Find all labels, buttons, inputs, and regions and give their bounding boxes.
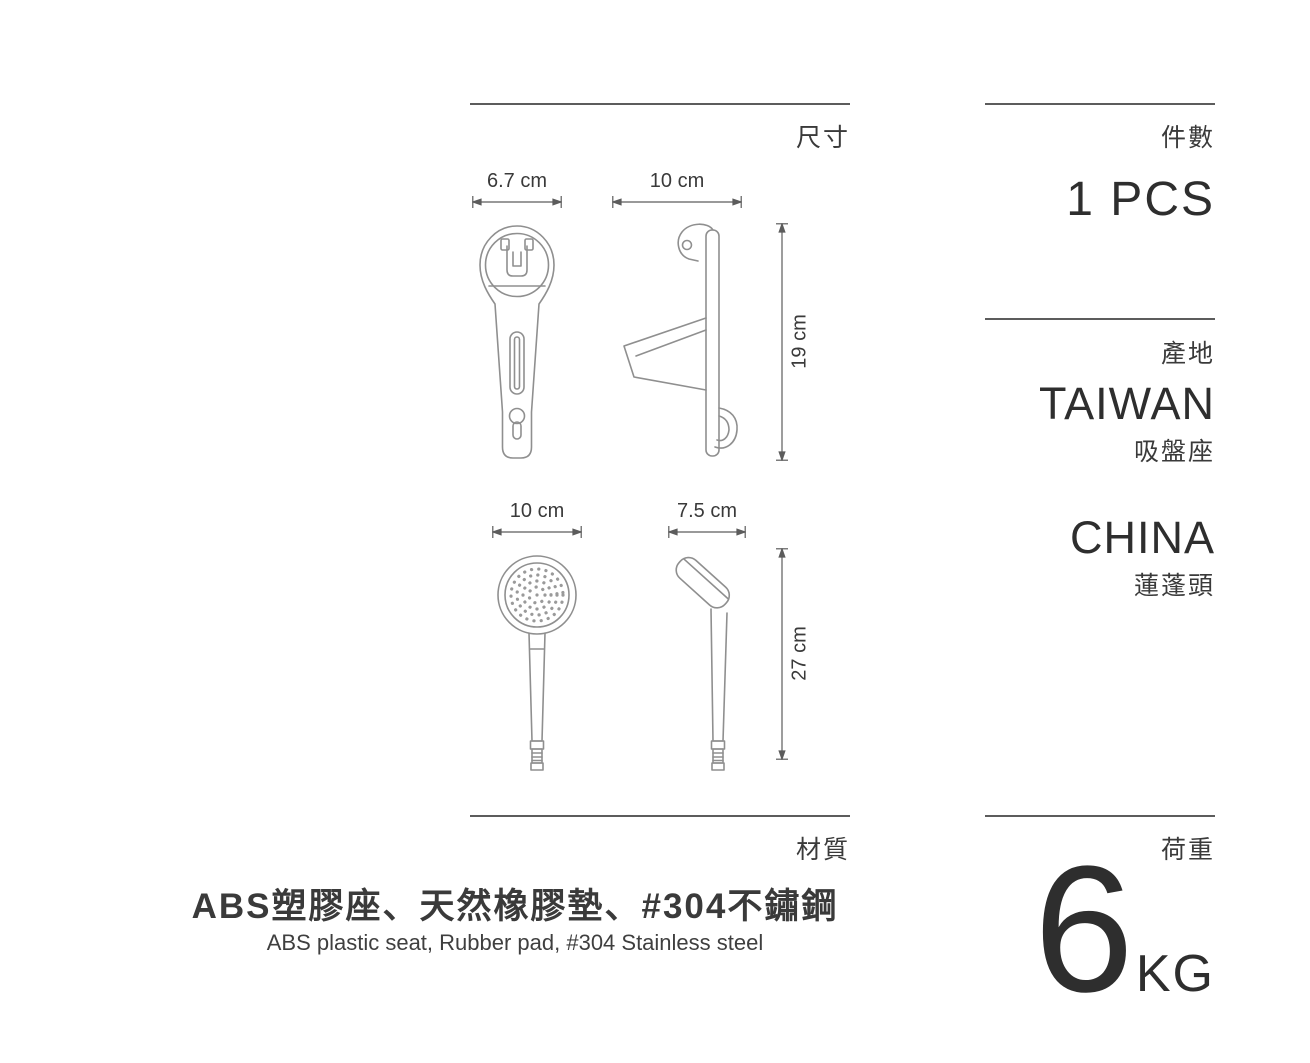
holder-front-width-label: 6.7 cm	[486, 170, 548, 192]
load-unit: KG	[1135, 945, 1215, 1003]
shower-head-front-view-drawing	[497, 555, 577, 771]
divider-quantity	[985, 103, 1215, 105]
origin-item-suction-seat: 吸盤座	[1133, 438, 1215, 466]
origin-item-shower-head: 蓮蓬頭	[1133, 572, 1215, 600]
divider-material	[470, 815, 850, 817]
shower-front-width-label: 10 cm	[509, 500, 565, 522]
material-text-zh: ABS塑膠座、天然橡膠墊、#304不鏽鋼	[191, 887, 839, 926]
divider-origin	[985, 318, 1215, 320]
load-value-row: 6 KG	[985, 840, 1215, 1020]
shower-height-label: 27 cm	[788, 626, 811, 681]
holder-side-width-label: 10 cm	[649, 170, 705, 192]
shower-side-width-label: 7.5 cm	[676, 500, 738, 522]
origin-country-china: CHINA	[1069, 512, 1215, 563]
quantity-value: 1 PCS	[1066, 173, 1215, 226]
shower-head-side-view-drawing	[675, 556, 731, 771]
dimensions-heading: 尺寸	[795, 124, 850, 152]
origin-heading: 產地	[1160, 340, 1215, 368]
holder-front-width-dim-line	[472, 196, 562, 208]
holder-side-width-dim-line	[612, 196, 742, 208]
holder-side-view-drawing	[623, 223, 738, 457]
holder-height-label: 19 cm	[788, 314, 811, 369]
load-heading: 荷重	[1160, 836, 1215, 864]
shower-height-dim-line	[776, 548, 788, 760]
shower-side-width-dim-line	[668, 526, 746, 538]
divider-load	[985, 815, 1215, 817]
load-value: 6	[1033, 829, 1134, 1030]
material-heading: 材質	[795, 836, 850, 864]
holder-front-view-drawing	[479, 225, 555, 459]
material-text-en: ABS plastic seat, Rubber pad, #304 Stain…	[266, 930, 764, 955]
holder-height-dim-line	[776, 223, 788, 461]
shower-front-width-dim-line	[492, 526, 582, 538]
origin-country-taiwan: TAIWAN	[1039, 378, 1215, 429]
quantity-heading: 件數	[1160, 124, 1215, 152]
divider-dimensions	[470, 103, 850, 105]
